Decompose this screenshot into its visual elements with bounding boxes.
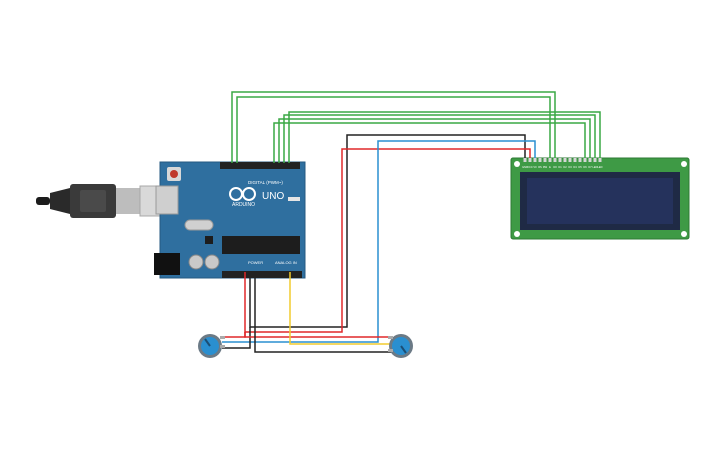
lcd-pin-label: D4 (573, 165, 577, 169)
lcd-pin (533, 158, 537, 162)
power-label: POWER (248, 260, 263, 265)
atmega-chip (222, 236, 300, 254)
potentiometer-right[interactable] (388, 334, 413, 358)
lcd-pin-label: D0 (553, 165, 557, 169)
lcd-pin-label: V0 (533, 165, 537, 169)
lcd-pin-label: LED (592, 165, 597, 169)
lcd-pin-label: D6 (583, 165, 587, 169)
ground-wire (249, 134, 526, 328)
lcd-pin-label: D3 (568, 165, 572, 169)
potentiometer-left[interactable] (198, 334, 225, 358)
pot1-power-wire (222, 332, 246, 338)
lcd-pin-label: RS (538, 165, 542, 169)
model-text: UNO (262, 191, 284, 202)
lcd-pin-label: D7 (588, 165, 592, 169)
pot2-ground-wire (254, 272, 393, 353)
analog-wire (289, 272, 393, 345)
lcd-pin-label: RW (543, 165, 548, 169)
lcd-pin (563, 158, 567, 162)
lcd-screen (527, 178, 673, 224)
lcd-pin (523, 158, 527, 162)
lcd-pin (598, 158, 602, 162)
lcd-pin (578, 158, 582, 162)
power-jack (154, 253, 180, 275)
lcd-pin-label: D1 (558, 165, 562, 169)
lcd-pin (583, 158, 587, 162)
contrast-wire (222, 140, 536, 343)
lcd-pin-label: D2 (563, 165, 567, 169)
power-wire (244, 148, 531, 333)
pot2-power-wire (244, 332, 393, 338)
digital-header (220, 162, 300, 169)
analog-label: ANALOG IN (275, 260, 297, 265)
lcd-pin (553, 158, 557, 162)
lcd-pin (538, 158, 542, 162)
lcd-pin (588, 158, 592, 162)
lcd-pin-label: LED (597, 165, 602, 169)
lcd-pin-label: E (549, 165, 551, 169)
brand-text: ARDUINO (232, 202, 255, 208)
lcd-pin (528, 158, 532, 162)
lcd-pin-label: GND (522, 165, 528, 169)
lcd-pin (543, 158, 547, 162)
arduino-logo (229, 187, 256, 201)
pot1-ground-wire (222, 327, 251, 349)
lcd-pin (548, 158, 552, 162)
usb-cable[interactable] (36, 184, 171, 218)
lcd-pin (568, 158, 572, 162)
power-analog-header (222, 271, 302, 278)
lcd-pin-label: D5 (578, 165, 582, 169)
arduino-board[interactable]: ARDUINO UNO DIGITAL (PWM~) POWER ANALOG … (154, 161, 306, 279)
digital-label: DIGITAL (PWM~) (248, 180, 283, 185)
lcd-pin (573, 158, 577, 162)
lcd-pin (558, 158, 562, 162)
lcd-pin (593, 158, 597, 162)
signal-wires (231, 91, 601, 163)
lcd-pin-label: VCC (527, 165, 533, 169)
